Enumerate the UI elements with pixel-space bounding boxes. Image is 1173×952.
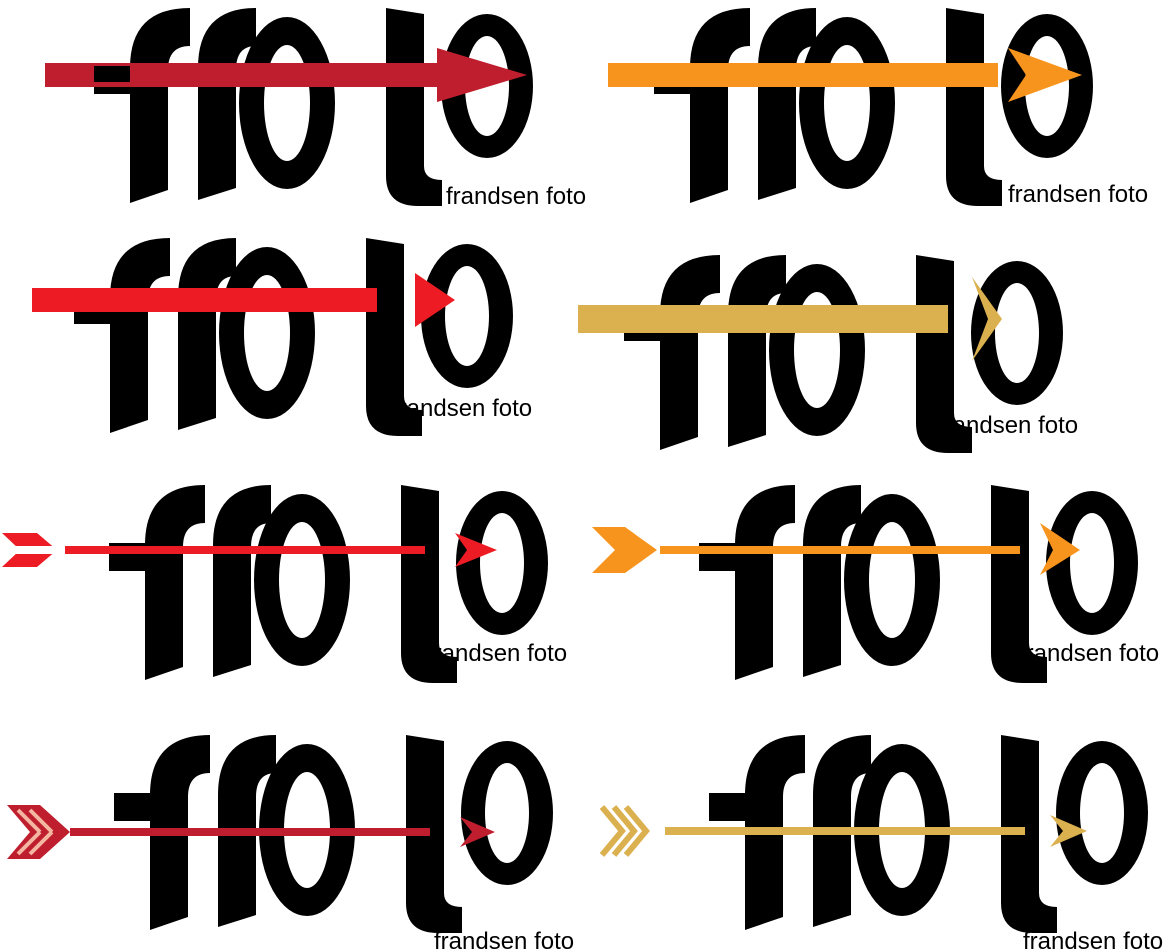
logo-variant-1: frandsen foto <box>45 8 586 210</box>
arrow-icon <box>599 805 1087 857</box>
fletching-icon <box>592 527 657 573</box>
logo-variant-7: frandsen foto <box>7 735 574 952</box>
arrow-icon <box>608 48 1082 102</box>
fletching-icon <box>2 533 60 567</box>
chevron-fletching-icon <box>599 805 650 857</box>
logo-variant-3: frandsen foto <box>32 238 532 436</box>
arrow-icon <box>578 277 1002 361</box>
logo-tagline: frandsen foto <box>392 395 532 422</box>
logo-tagline: frandsen foto <box>446 183 586 210</box>
logo-variant-2: frandsen foto <box>608 8 1148 208</box>
striped-fletching-icon <box>7 805 70 859</box>
arrow-icon <box>2 533 497 567</box>
logo-tagline: frandsen foto <box>427 640 567 667</box>
arrow-icon <box>45 48 527 102</box>
logo-tagline: frandsen foto <box>1008 181 1148 208</box>
logo-variant-5: frandsen foto <box>2 485 567 683</box>
logo-variant-8: frandsen foto <box>599 735 1163 952</box>
logo-tagline: frandsen foto <box>434 928 574 952</box>
logo-tagline: frandsen foto <box>938 412 1078 439</box>
logo-variant-4: frandsen foto <box>578 255 1078 453</box>
logo-variant-6: frandsen foto <box>592 485 1159 683</box>
logo-tagline: frandsen foto <box>1023 928 1163 952</box>
arrow-icon <box>592 523 1080 575</box>
logo-tagline: frandsen foto <box>1019 640 1159 667</box>
arrow-icon <box>7 805 495 859</box>
arrow-icon <box>32 273 455 327</box>
